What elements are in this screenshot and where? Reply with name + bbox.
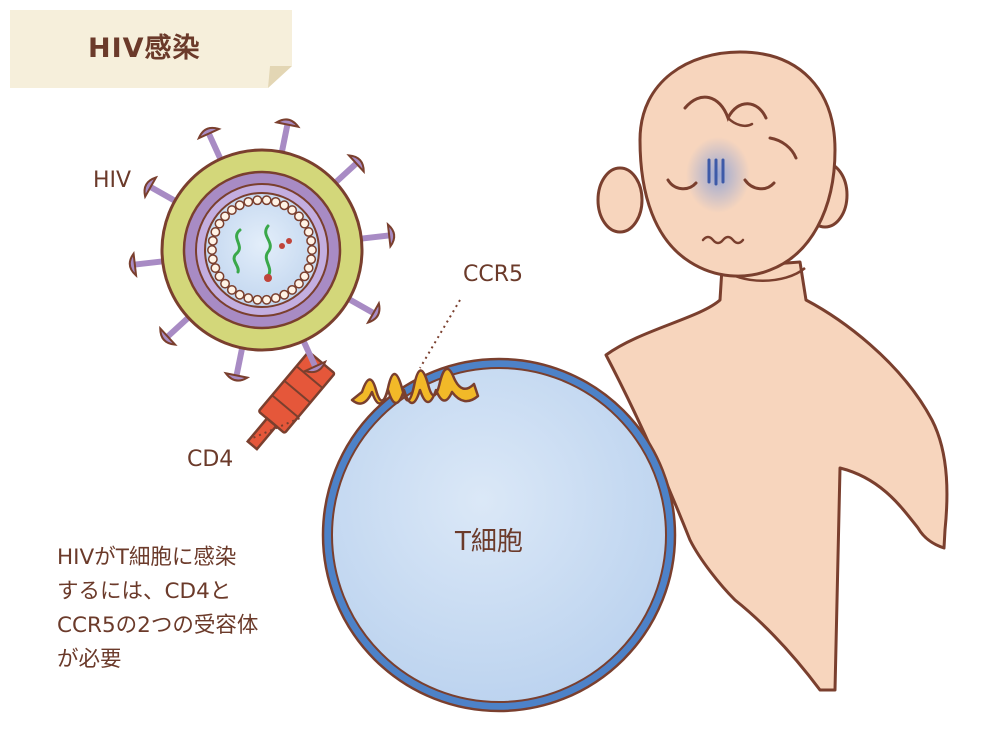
virus-core-bead <box>306 254 317 265</box>
virus-spike-head <box>302 359 328 374</box>
virus-spike-head <box>386 222 396 250</box>
hiv-label: HIV <box>93 168 132 193</box>
caption-line: CCR5の2つの受容体 <box>57 613 259 638</box>
ccr5-receptor <box>350 367 480 405</box>
virus-core-bead <box>303 263 314 274</box>
hiv-virus-icon <box>128 118 396 382</box>
virus-core-bead <box>226 284 237 295</box>
virus-core-bead <box>279 200 290 211</box>
virus-spike-head <box>223 371 251 382</box>
virus-spike-head <box>128 250 138 278</box>
ccr5-label: CCR5 <box>463 262 524 287</box>
virus-core-bead <box>252 294 263 305</box>
caption-line: が必要 <box>57 647 122 672</box>
virus-core-bead <box>261 294 272 305</box>
caption-line: HIVがT細胞に感染 <box>57 545 237 570</box>
virus-spike-head <box>196 126 222 141</box>
page-title: HIV感染 <box>88 33 201 64</box>
virus-spike-head <box>346 154 365 175</box>
virus-core-bead <box>279 289 290 300</box>
caption-line: するには、CD4と <box>57 579 232 604</box>
virus-core-bead <box>294 278 304 289</box>
virus-core-bead <box>307 245 317 255</box>
virus-core-bead <box>234 200 245 211</box>
virus-core-bead <box>234 289 245 300</box>
virus-core-bead <box>270 196 281 207</box>
virus-core-bead <box>210 226 221 237</box>
virus-core-bead <box>243 196 254 207</box>
virus-core-bead <box>252 195 263 206</box>
virus-core-bead <box>287 205 298 216</box>
virus-core-bead <box>207 235 218 246</box>
t-cell-label: T細胞 <box>455 527 523 557</box>
virus-core-bead <box>214 271 225 282</box>
virus-core-bead <box>299 218 310 229</box>
virus-core-bead <box>261 195 272 206</box>
virus-core-bead <box>299 271 310 282</box>
virus-core-bead <box>207 254 218 265</box>
caption: HIVがT細胞に感染 するには、CD4と CCR5の2つの受容体 が必要 <box>57 541 337 677</box>
cd4-label: CD4 <box>187 447 234 472</box>
virus-spike-head <box>273 118 301 129</box>
virus-core-bead <box>220 278 230 289</box>
virus-core-bead <box>306 235 317 246</box>
virus-spike-head <box>159 325 178 346</box>
leader-lines <box>247 299 461 441</box>
virus-core-bead <box>214 218 225 229</box>
virus-core-bead <box>270 293 281 304</box>
virus-core-bead <box>210 263 221 274</box>
virus-spike-head <box>143 175 159 200</box>
virus-core-bead <box>294 211 304 222</box>
virus-core-bead <box>207 245 217 255</box>
virus-core-bead <box>226 205 237 216</box>
sick-person-icon <box>596 50 949 692</box>
virus-core-bead <box>303 226 314 237</box>
title-tag <box>10 10 292 88</box>
t-cell-icon <box>321 357 677 713</box>
virus-core-bead <box>220 211 230 222</box>
virus-spike-head <box>365 300 381 325</box>
virus-core-bead <box>287 284 298 295</box>
virus-core-bead <box>243 293 254 304</box>
